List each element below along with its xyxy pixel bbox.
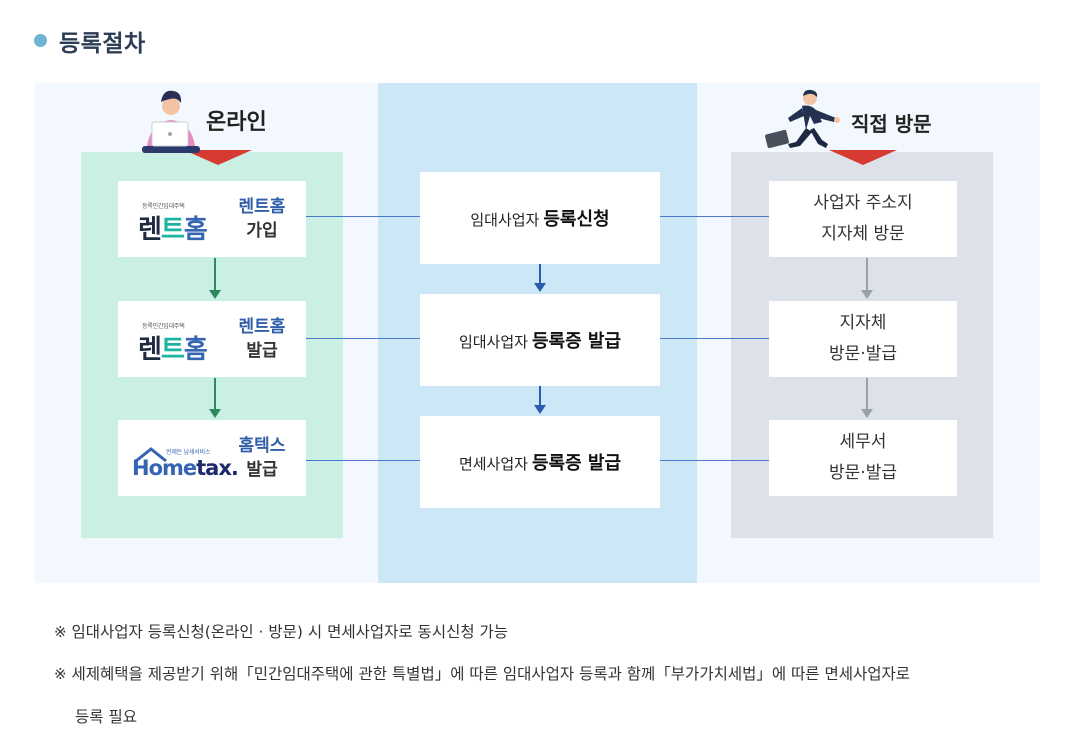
visit-column-label: 직접 방문	[851, 112, 932, 136]
step-label-line2: 발급	[246, 341, 278, 361]
flow-arrow	[866, 258, 868, 291]
online-pointer-icon	[184, 150, 252, 165]
step-label-line1: 세무서	[839, 432, 887, 452]
arrow-down-icon	[209, 290, 221, 299]
arrow-down-icon	[534, 405, 546, 414]
connector-line	[660, 460, 770, 461]
online-step-renthome-issue: 등록민간임대주택 렌트홈 렌트홈 발급	[118, 301, 306, 377]
flow-arrow	[539, 386, 541, 406]
arrow-down-icon	[861, 290, 873, 299]
step-label-line1: 홈텍스	[238, 436, 286, 456]
visit-step-local-government-issue: 지자체 방문·발급	[769, 301, 957, 377]
arrow-down-icon	[534, 283, 546, 292]
hometax-logo: 언제든 납세서비스 Hometax.	[130, 436, 239, 482]
step-label-line1: 지자체	[839, 313, 887, 333]
online-column-label: 온라인	[206, 110, 267, 135]
step-label-line2: 발급	[246, 460, 278, 480]
arrow-down-icon	[209, 409, 221, 418]
visit-pointer-icon	[829, 150, 897, 165]
step-label-line2: 방문·발급	[829, 344, 897, 364]
visit-step-local-government: 사업자 주소지 지자체 방문	[769, 181, 957, 257]
online-step-hometax-issue: 언제든 납세서비스 Hometax. 홈텍스 발급	[118, 420, 306, 496]
flow-arrow	[214, 258, 216, 291]
step-label-line2: 방문·발급	[829, 463, 897, 483]
visit-step-tax-office-issue: 세무서 방문·발급	[769, 420, 957, 496]
step-label-line1: 사업자 주소지	[813, 193, 913, 213]
note-2: ※ 세제혜택을 제공받기 위해「민간임대주택에 관한 특별법」에 따른 임대사업…	[54, 665, 911, 683]
step-label-line2: 지자체 방문	[821, 224, 905, 244]
flow-arrow	[539, 264, 541, 284]
arrow-down-icon	[861, 409, 873, 418]
title-bullet-icon	[34, 34, 47, 47]
step-label-line1: 렌트홈	[238, 197, 286, 217]
running-businessman-icon	[765, 89, 840, 149]
step-label-line2: 가입	[246, 221, 278, 241]
connector-line	[660, 338, 770, 339]
flow-arrow	[214, 378, 216, 410]
renthome-logo: 등록민간임대주택 렌트홈	[138, 323, 208, 365]
note-1: ※ 임대사업자 등록신청(온라인 · 방문) 시 면세사업자로 동시신청 가능	[54, 623, 509, 641]
connector-line	[306, 460, 420, 461]
person-with-laptop-icon	[142, 90, 200, 153]
connector-line	[306, 338, 420, 339]
step-label-line1: 렌트홈	[238, 317, 286, 337]
connector-line	[306, 216, 420, 217]
connector-line	[660, 216, 770, 217]
flow-arrow	[866, 378, 868, 410]
note-2-continued: 등록 필요	[75, 708, 137, 726]
page-title: 등록절차	[59, 31, 146, 57]
house-roof-icon	[135, 447, 167, 462]
online-step-renthome-join: 등록민간임대주택 렌트홈 렌트홈 가입	[118, 181, 306, 257]
renthome-logo: 등록민간임대주택 렌트홈	[138, 203, 208, 245]
